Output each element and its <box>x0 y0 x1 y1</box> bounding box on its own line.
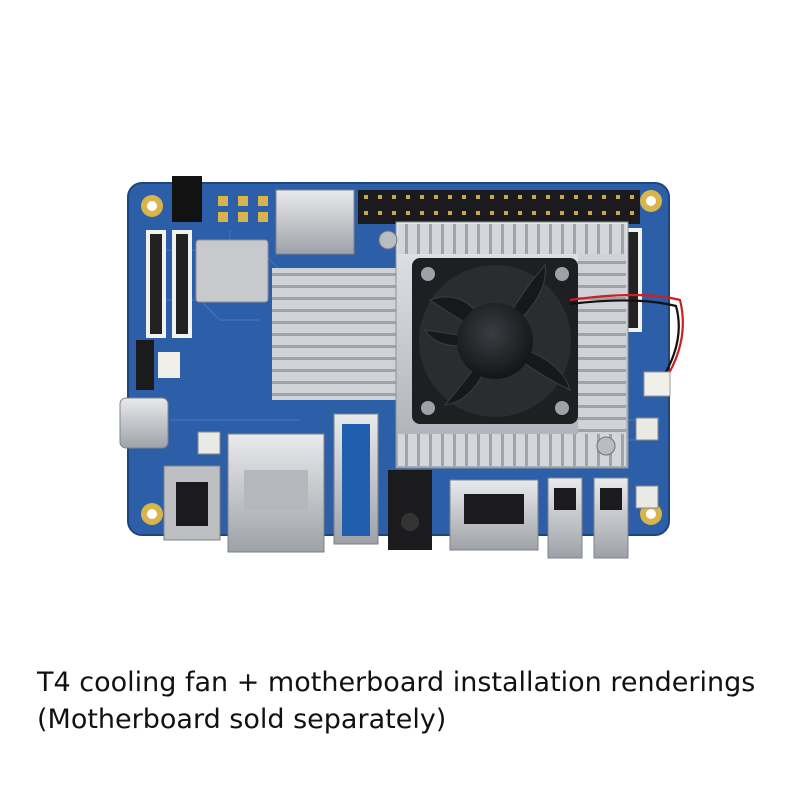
ethernet-port <box>227 433 325 553</box>
screw-bl <box>421 401 435 415</box>
screw-tr <box>555 267 569 281</box>
ribbon-connectors <box>146 228 642 338</box>
cooling-fan <box>378 230 616 456</box>
dc-power-jack <box>163 465 221 541</box>
mounting-holes <box>141 190 662 525</box>
audio-jack <box>388 470 432 550</box>
caption-line-1: T4 cooling fan + motherboard installatio… <box>37 667 756 698</box>
debug-header <box>136 340 154 390</box>
fan-connector <box>643 371 671 397</box>
top-audio-jack <box>172 176 202 222</box>
hdmi-port <box>449 479 539 551</box>
screw-br <box>555 401 569 415</box>
usb-c-port <box>119 397 169 449</box>
product-photo <box>119 176 684 559</box>
screw-tl <box>421 267 435 281</box>
wifi-module <box>195 239 269 303</box>
gpio-header <box>358 190 640 224</box>
board-buttons <box>197 417 659 509</box>
small-connector <box>158 352 180 378</box>
usb3-port <box>333 413 379 545</box>
caption-line-2: (Motherboard sold separately) <box>37 704 447 735</box>
fan-wires <box>569 293 684 383</box>
gold-pads <box>218 196 268 222</box>
usb2-ports <box>547 477 629 559</box>
sd-card-slot <box>275 189 355 255</box>
